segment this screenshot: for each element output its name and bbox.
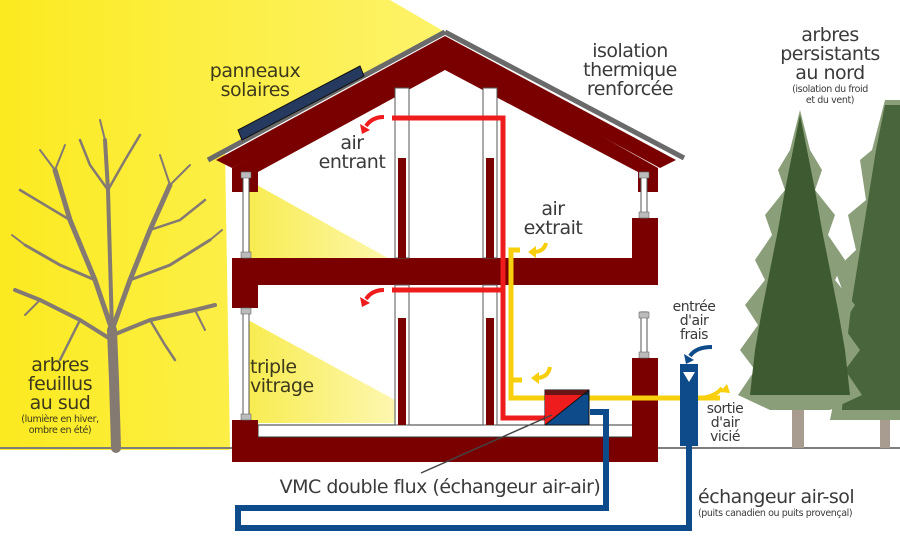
air-out-arrow-lower — [531, 366, 552, 384]
label-stale-air-exit: sortie d'air vicié — [706, 401, 744, 445]
air-intake-column — [680, 364, 698, 446]
label-evergreen-trees: arbres persistants au nord (isolation du… — [780, 24, 880, 106]
roof-edge-right — [443, 29, 686, 161]
label-solar-panels: panneaux solaires — [209, 60, 301, 101]
label-fresh-air-intake: entrée d'air frais — [672, 299, 716, 343]
incoming-air-duct — [392, 115, 548, 421]
air-in-arrow-upper — [360, 115, 385, 134]
sunbeam-lower — [248, 320, 395, 423]
sunbeam-upper — [248, 180, 395, 262]
earth-tube-duct — [235, 409, 692, 531]
vmc-pointer-line — [420, 414, 553, 474]
fresh-air-arrow — [684, 345, 713, 364]
house-structure — [232, 87, 658, 462]
solar-panel — [237, 65, 365, 141]
intake-arrow-marker — [683, 372, 695, 382]
air-out-arrow-upper — [528, 242, 548, 258]
air-in-arrow-lower — [360, 288, 385, 307]
label-air-out: air extrait — [523, 198, 583, 239]
label-air-in: air entrant — [318, 132, 386, 173]
label-deciduous-trees: arbres feuillus au sud (lumière en hiver… — [21, 354, 99, 436]
deciduous-tree — [11, 119, 223, 453]
label-insulation: isolation thermique renforcée — [583, 40, 677, 100]
label-earth-exchanger: échangeur air-sol (puits canadien ou pui… — [698, 486, 855, 519]
stale-air-arrow — [701, 384, 730, 400]
conifer-tree-front — [738, 110, 862, 448]
label-triple-glazing: triple vitrage — [250, 356, 314, 397]
vmc-unit — [544, 389, 590, 426]
label-vmc: VMC double flux (échangeur air-air) — [279, 476, 601, 498]
